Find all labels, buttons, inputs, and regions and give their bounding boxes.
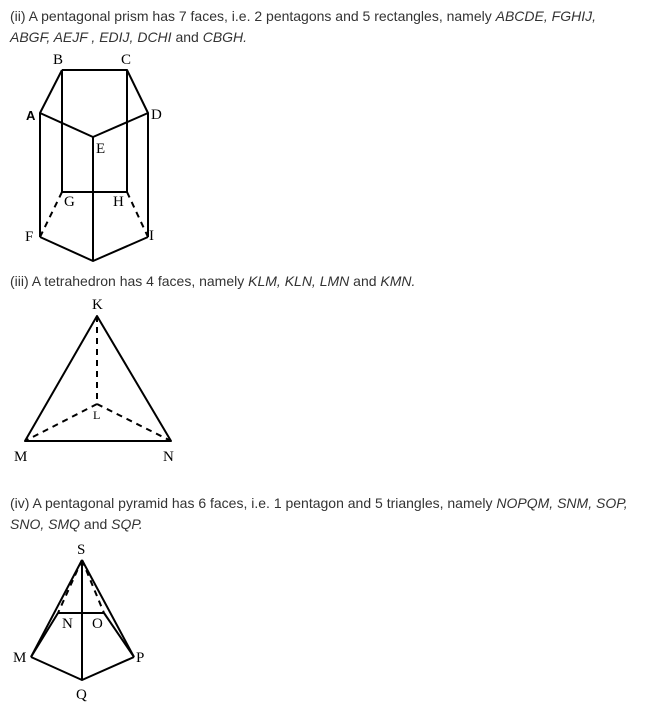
prism-label-a: A [26,108,36,123]
prism-label-i: I [149,228,154,244]
pyramid-label-s: S [77,542,85,558]
prism-description: (ii) A pentagonal prism has 7 faces, i.e… [10,6,596,48]
pyramid-edge-nm [30,612,59,658]
tetrahedron-edges [24,315,172,442]
prism-description-line-2: ABGF, AEJF , EDIJ, DCHI and CBGH. [10,27,596,48]
tetrahedron-label-n: N [163,449,174,465]
prism-hidden-hi [126,191,149,238]
pyramid-faces-a: NOPQM, SNM, SOP, [496,495,628,511]
prism-edges [39,69,149,262]
prism-faces-last: CBGH. [202,29,248,45]
pyramid-edge-sm [30,559,83,658]
tetrahedron-text-and: and [349,273,381,289]
tetrahedron-hidden-lm [24,403,98,442]
prism-top-pentagon [39,69,149,138]
prism-faces-rectangles: ABGF, AEJF , EDIJ, DCHI [10,29,172,45]
pyramid-edge-sp [81,559,135,658]
prism-label-e: E [96,141,105,157]
prism-label-d: D [151,107,162,123]
prism-label-b: B [53,52,63,68]
pyramid-text-and: and [80,516,112,532]
prism-text: (ii) A pentagonal prism has 7 faces, i.e… [10,8,496,24]
prism-description-line-1: (ii) A pentagonal prism has 7 faces, i.e… [10,6,596,27]
pyramid-edges [30,559,135,681]
tetrahedron-text: (iii) A tetrahedron has 4 faces, namely [10,273,249,289]
prism-label-h: H [113,194,124,210]
prism-label-g: G [64,194,75,210]
pyramid-label-p: P [136,650,144,666]
pyramid-label-n: N [62,616,73,632]
pyramid-label-m: M [13,650,26,666]
pyramid-hidden-sn [57,559,83,614]
pyramid-text: (iv) A pentagonal pyramid has 6 faces, i… [10,495,497,511]
tetrahedron-description-line-1: (iii) A tetrahedron has 4 faces, namely … [10,271,415,292]
tetrahedron-hidden-ln [96,403,172,442]
pyramid-label-q: Q [76,687,87,703]
tetrahedron-label-k: K [92,297,103,313]
pyramid-description-line-1: (iv) A pentagonal pyramid has 6 faces, i… [10,493,628,514]
tetrahedron-outline [24,315,172,442]
tetrahedron-faces-last: KMN. [380,273,416,289]
pyramid-hidden-so [81,559,105,614]
tetrahedron-faces: KLM, KLN, LMN [248,273,350,289]
pyramid-faces-b: SNO, SMQ [10,516,81,532]
prism-label-c: C [121,52,131,68]
pyramid-description: (iv) A pentagonal pyramid has 6 faces, i… [10,493,628,535]
prism-hidden-fg [39,191,63,238]
prism-faces-pentagons: ABCDE, FGHIJ, [495,8,596,24]
tetrahedron-figure: K L M N [14,297,174,465]
pyramid-faces-last: SQP. [111,516,143,532]
pyramid-edge-op [103,612,135,658]
prism-label-f: F [25,229,33,245]
pentagonal-prism-figure: B C A D E G H F I [25,52,162,262]
pyramid-description-line-2: SNO, SMQ and SQP. [10,514,628,535]
prism-bottom-front [39,236,149,262]
prism-text-and: and [171,29,203,45]
tetrahedron-label-l: L [93,408,100,422]
pyramid-label-o: O [92,616,103,632]
tetrahedron-label-m: M [14,449,27,465]
tetrahedron-description: (iii) A tetrahedron has 4 faces, namely … [10,271,415,292]
